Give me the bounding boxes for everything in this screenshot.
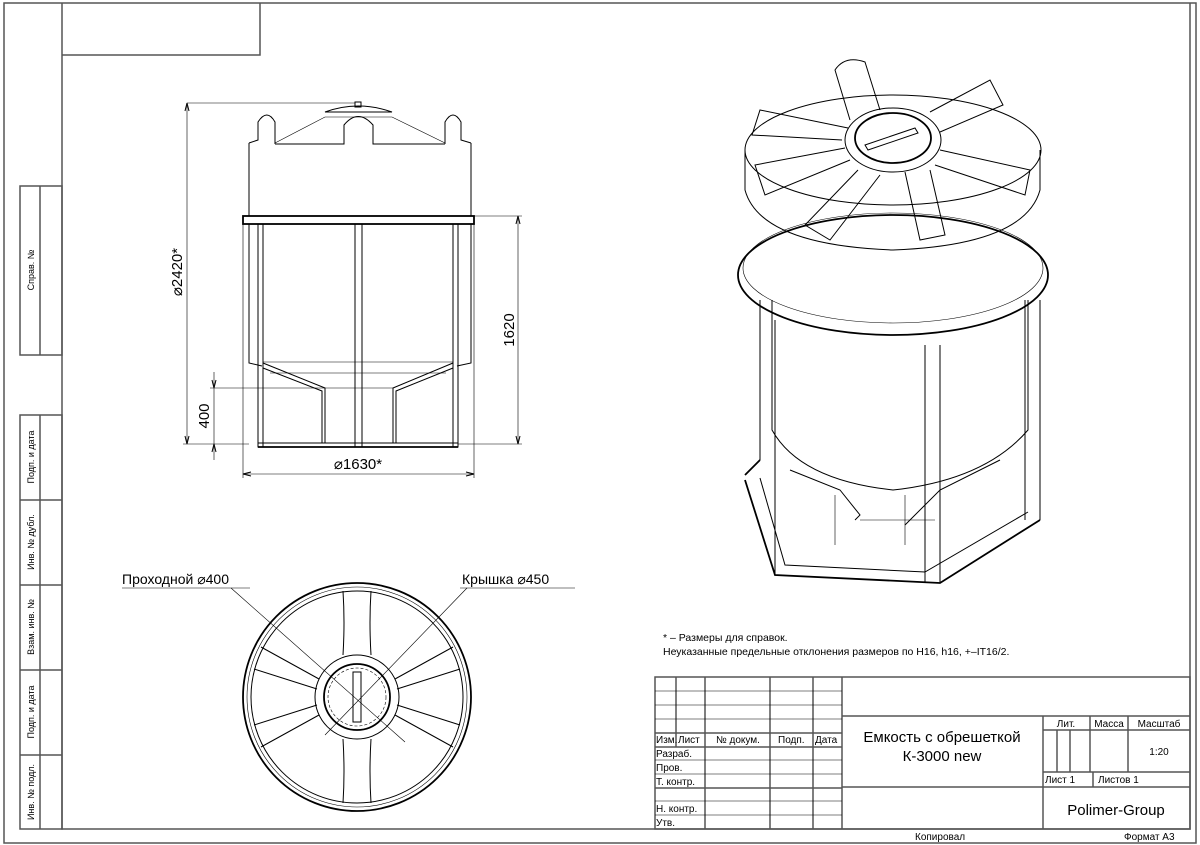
stamp-inv-dubl: Инв. № дубл.	[26, 514, 36, 570]
sheet-number: Лист 1	[1045, 775, 1076, 786]
dim-cone-height: 400	[196, 403, 213, 428]
dim-total-height: ⌀2420*	[169, 248, 186, 296]
margin-stamp: Справ. № Подп. и дата Инв. № дубл. Взам.…	[19, 185, 63, 830]
note-reference-dims: * – Размеры для справок.	[663, 632, 788, 644]
front-view: ⌀2420* 1620 400 ⌀1630*	[169, 101, 522, 478]
row-utv: Утв.	[656, 818, 675, 829]
title-block: Изм. Лист № докум. Подп. Дата Разраб. Пр…	[654, 676, 1191, 843]
isometric-view	[737, 59, 1049, 584]
col-date: Дата	[815, 735, 838, 746]
col-izm: Изм.	[656, 735, 677, 746]
drawing-model: К-3000 new	[903, 748, 982, 765]
stamp-podp-data-1: Подп. и дата	[26, 430, 36, 483]
lit-label: Лит.	[1057, 719, 1075, 730]
row-prov: Пров.	[656, 763, 682, 774]
scale-value: 1:20	[1149, 747, 1169, 758]
row-nkontr: Н. контр.	[656, 804, 697, 815]
drawing-title: Емкость с обрешеткой	[863, 729, 1020, 746]
top-view	[230, 582, 472, 812]
col-signature: Подп.	[778, 735, 805, 746]
row-tkontr: Т. контр.	[656, 777, 695, 788]
stamp-inv-podl: Инв. № подл.	[26, 764, 36, 820]
format-label: Формат А3	[1124, 832, 1175, 843]
dim-frame-height: 1620	[501, 313, 518, 346]
scale-label: Масштаб	[1138, 718, 1181, 730]
mass-label: Масса	[1094, 719, 1124, 730]
label-lid: Крышка ⌀450	[462, 571, 549, 587]
col-list: Лист	[678, 735, 700, 746]
col-doc-number: № докум.	[716, 735, 760, 746]
note-tolerances: Неуказанные предельные отклонения размер…	[663, 646, 1009, 658]
copied-label: Копировал	[915, 832, 965, 843]
sheet-count: Листов 1	[1098, 775, 1139, 786]
outer-border	[3, 2, 1197, 844]
stamp-sprav: Справ. №	[26, 249, 36, 290]
row-razrab: Разраб.	[656, 748, 692, 760]
company-name: Polimer-Group	[1067, 802, 1165, 819]
stamp-vzam-inv: Взам. инв. №	[26, 599, 36, 655]
stamp-podp-data-2: Подп. и дата	[26, 685, 36, 738]
top-left-stamp	[62, 3, 261, 56]
dim-diameter: ⌀1630*	[334, 456, 382, 473]
inner-frame	[61, 3, 1191, 830]
label-manhole: Проходной ⌀400	[122, 571, 229, 587]
